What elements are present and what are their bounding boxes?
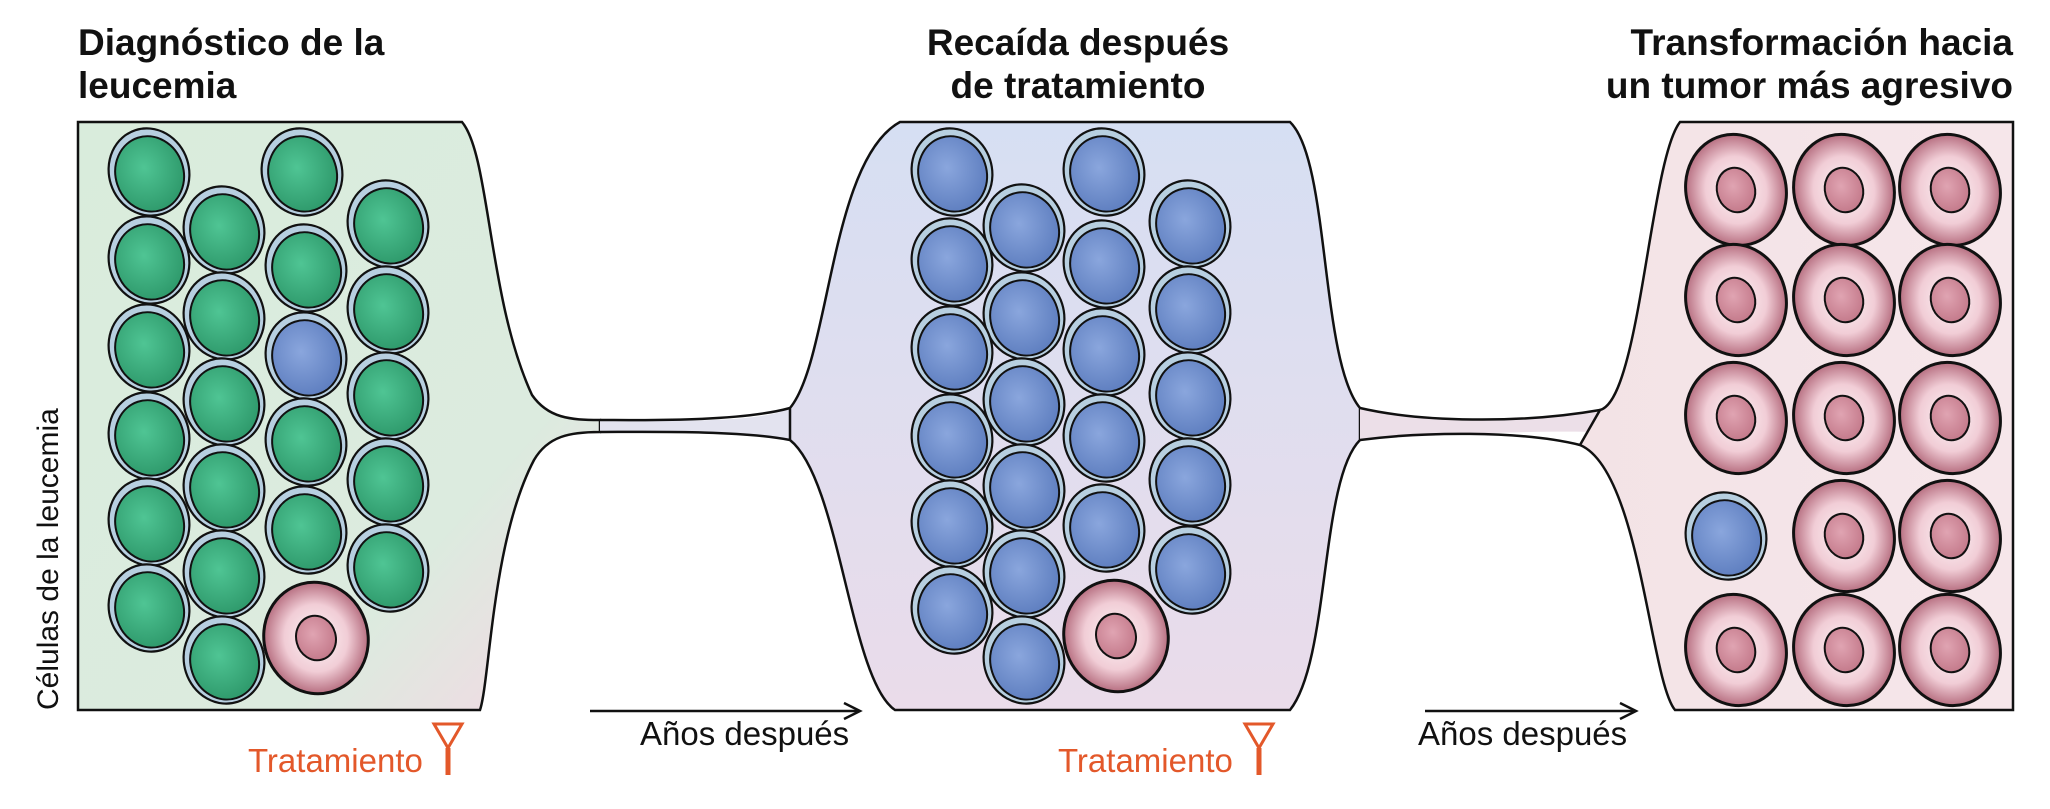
stage-3-cell-blue [1684, 491, 1768, 581]
stage-1-cells [107, 127, 430, 705]
treatment-2: Tratamiento [1058, 722, 1276, 779]
stage-2-cell-blue-21 [910, 565, 994, 655]
stage-1-cell-green-22 [182, 615, 266, 705]
stage-1-cell-green-1 [107, 127, 191, 217]
y-axis-label: Células de la leucemia [32, 408, 65, 710]
stage-1-cell-blue-10 [264, 311, 348, 401]
stage-1-cell-green-11 [182, 357, 266, 447]
arrow-1-label: Años después [640, 715, 849, 752]
stage-2-cell-blue-13 [910, 393, 994, 483]
stage-1-cell-pink [262, 580, 370, 696]
stage-1-title-line-2: leucemia [78, 65, 237, 106]
stage-1-cell-green-20 [346, 523, 430, 613]
stage-3-cells [1684, 132, 2002, 708]
stage-2-cell-blue-6 [1062, 219, 1146, 309]
stage-1-cell-green-12 [346, 351, 430, 441]
treatment-2-funnel-icon [1242, 722, 1276, 775]
stage-3-cell-pink-r4-c2 [1792, 478, 1896, 594]
stage-3-cell-pink-r5-c1 [1684, 592, 1788, 708]
stage-1-cell-green-4 [346, 179, 430, 269]
stage-2-cell-pink [1062, 578, 1170, 694]
arrow-2-label: Años después [1418, 715, 1627, 752]
stage-2-cell-blue-12 [1148, 351, 1232, 441]
stage-1-cell-green-3 [182, 185, 266, 275]
stage-2-cell-blue-16 [1148, 437, 1232, 527]
stage-2-title: Recaída después de tratamiento [927, 22, 1229, 106]
stage-2-cell-blue-4 [1148, 179, 1232, 269]
time-arrow-1: Años después [590, 701, 863, 752]
bottleneck-2-outline-top [1359, 406, 1601, 421]
stage-3-cell-pink-r5-c2 [1792, 592, 1896, 708]
stage-2-cell-blue-22 [982, 615, 1066, 705]
arrow-2-head [1619, 701, 1639, 721]
stage-3-cell-pink-r1-c1 [1684, 132, 1788, 248]
stage-2-title-line-2: de tratamiento [951, 65, 1206, 106]
stage-1-cell-green-18 [264, 485, 348, 575]
stage-3-cell-pink-r2-c1 [1684, 242, 1788, 358]
stage-1-title-line-1: Diagnóstico de la [78, 22, 385, 63]
treatment-2-label: Tratamiento [1058, 742, 1233, 779]
stage-3-title-line-2: un tumor más agresivo [1606, 65, 2013, 106]
stage-1-cell-green-17 [107, 477, 191, 567]
stage-1-cell-green-6 [264, 223, 348, 313]
stage-2-cell-blue-17 [910, 479, 994, 569]
stage-3-cell-pink-r3-c1 [1684, 360, 1788, 476]
stage-3-cell-pink-r2-c3 [1898, 242, 2002, 358]
stage-2-cell-blue-5 [910, 217, 994, 307]
stage-2-cell-blue-20 [1148, 525, 1232, 615]
stage-1-title: Diagnóstico de la leucemia [78, 22, 385, 106]
stage-2-cell-blue-14 [1062, 393, 1146, 483]
bottleneck-1-outline-top [599, 406, 791, 422]
stage-1-cell-green-2 [260, 127, 344, 217]
stage-2-title-line-1: Recaída después [927, 22, 1229, 63]
stage-2-cell-blue-2 [1062, 127, 1146, 217]
stage-2-cell-blue-7 [982, 271, 1066, 361]
stage-2-cell-blue-10 [1062, 307, 1146, 397]
treatment-1: Tratamiento [248, 722, 465, 779]
stage-2-cell-blue-9 [910, 305, 994, 395]
treatment-1-funnel-icon [431, 722, 465, 775]
stage-3-title-line-1: Transformación hacia [1631, 22, 2014, 63]
stage-2-cell-blue-1 [910, 127, 994, 217]
stage-3-cell-pink-r3-c3 [1898, 360, 2002, 476]
stage-3-cell-pink-r2-c2 [1792, 242, 1896, 358]
stage-2-cell-blue-19 [982, 529, 1066, 619]
stage-3-cell-pink-r4-c3 [1898, 478, 2002, 594]
arrow-1-head [843, 701, 863, 721]
stage-2-cell-blue-8 [1148, 265, 1232, 355]
stage-1-cell-green-13 [107, 391, 191, 481]
stage-1-cell-green-19 [182, 529, 266, 619]
stage-1-cell-green-14 [264, 397, 348, 487]
stage-1-cell-green-5 [107, 215, 191, 305]
stage-1-cell-green-15 [182, 443, 266, 533]
treatment-1-label: Tratamiento [248, 742, 423, 779]
bottleneck-2 [1360, 408, 1600, 440]
stage-3-cell-pink-r5-c3 [1898, 592, 2002, 708]
stage-3-cell-pink-r1-c2 [1792, 132, 1896, 248]
stage-1-cell-green-21 [107, 563, 191, 653]
stage-2-cell-blue-18 [1062, 483, 1146, 573]
stage-3-cell-pink-r3-c2 [1792, 360, 1896, 476]
stage-1-cell-green-9 [107, 303, 191, 393]
time-arrow-2: Años después [1418, 701, 1639, 752]
stage-2-cells [910, 127, 1232, 705]
stage-2-cell-blue-15 [982, 443, 1066, 533]
stage-3-cell-pink-r1-c3 [1898, 132, 2002, 248]
stage-1-cell-green-7 [182, 271, 266, 361]
stage-3-title: Transformación hacia un tumor más agresi… [1606, 22, 2014, 106]
stage-1-cell-green-8 [346, 265, 430, 355]
bottleneck-1-outline-bottom [599, 430, 791, 442]
stage-1-cell-green-16 [346, 437, 430, 527]
bottleneck-2-outline-bottom [1359, 432, 1581, 447]
stage-2-cell-blue-11 [982, 357, 1066, 447]
